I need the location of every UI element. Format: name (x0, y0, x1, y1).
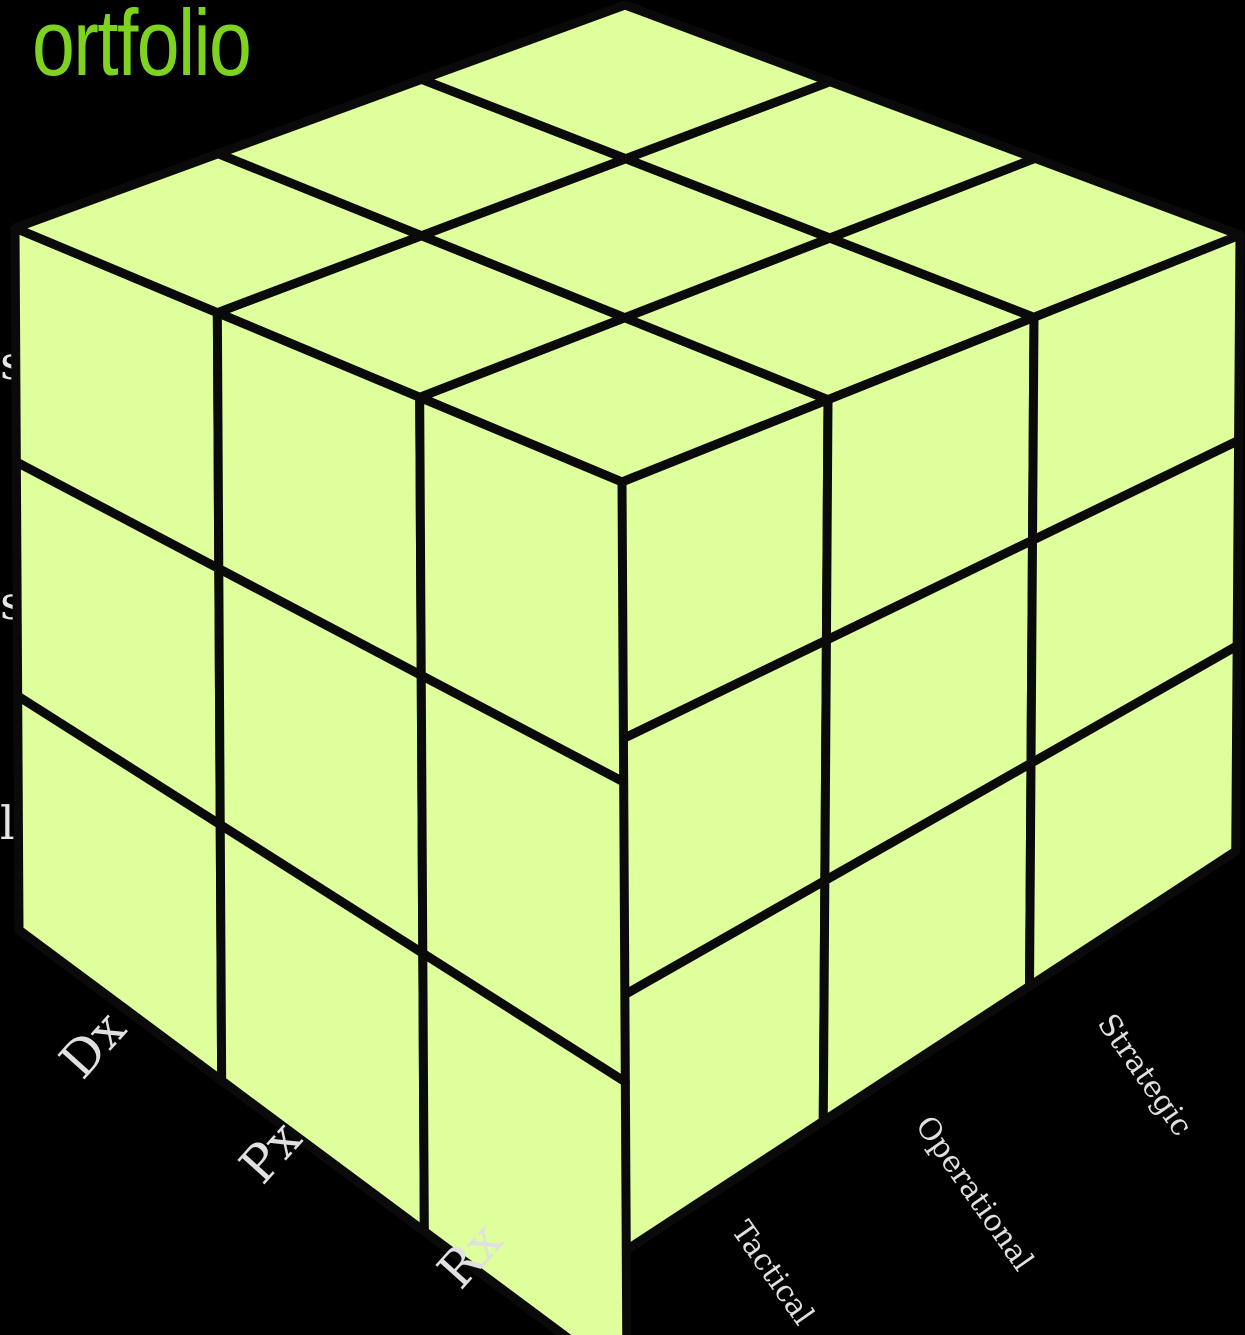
cube-faces (15, 5, 1240, 1335)
